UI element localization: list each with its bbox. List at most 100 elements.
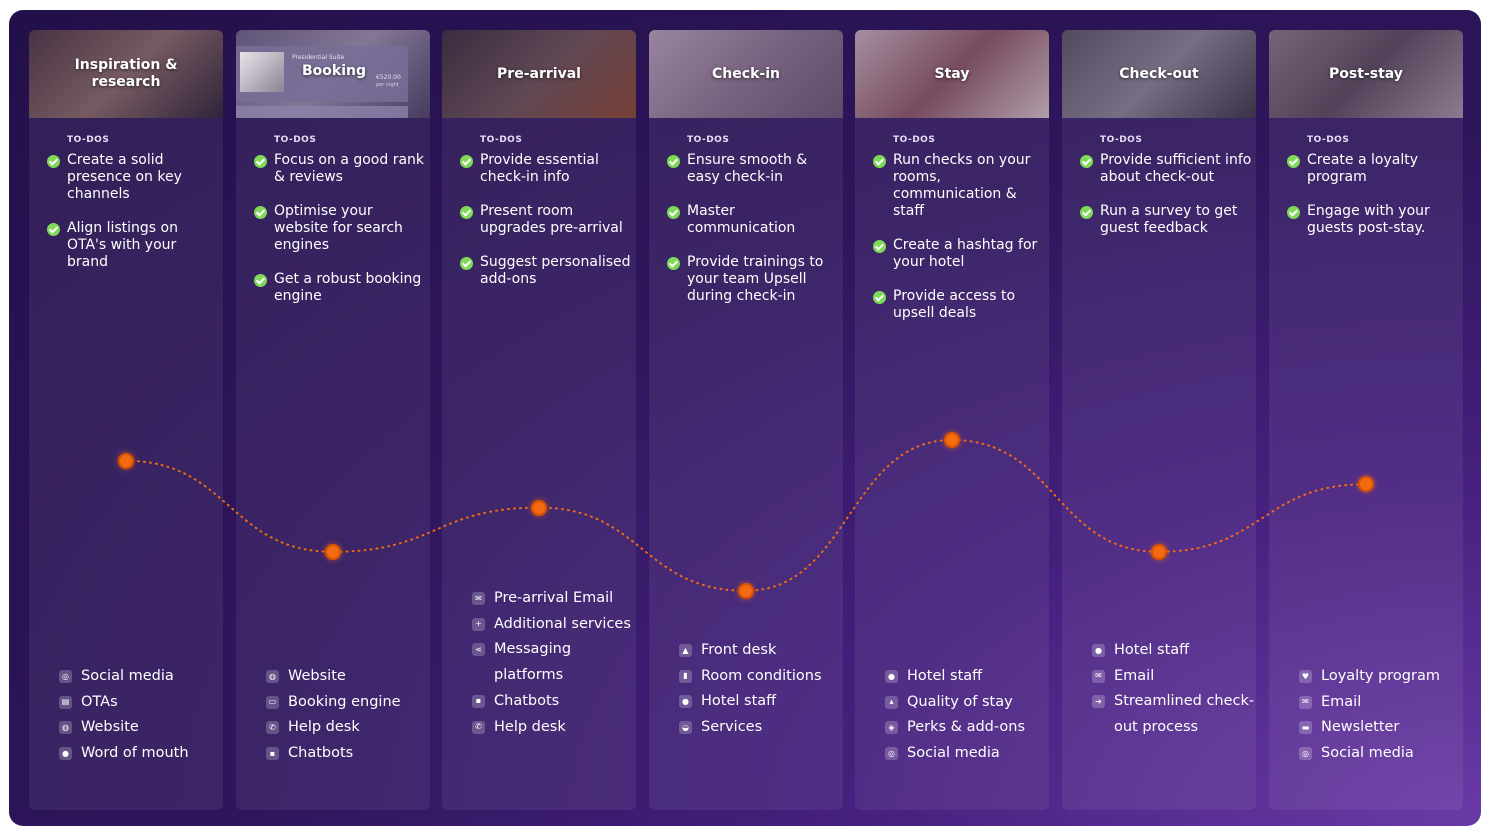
stage-column-5: Check-out TO-DOS Provide sufficient info…: [1062, 30, 1256, 810]
channel-item: ✆ Help desk: [472, 715, 637, 741]
channel-item: ● Word of mouth: [59, 741, 224, 767]
chat-icon: ▪: [472, 694, 485, 708]
channel-item: ▤ OTAs: [59, 690, 224, 716]
todo-list: Create a loyalty program Engage with you…: [1287, 152, 1459, 254]
todo-text: Provide trainings to your team Upsell du…: [687, 254, 824, 304]
channel-item: + Additional services: [472, 612, 637, 638]
journey-map: Inspiration & research TO-DOS Create a s…: [9, 10, 1481, 826]
channel-list: ✉ Pre-arrival Email + Additional service…: [472, 586, 637, 740]
stage-title: Booking: [302, 63, 367, 79]
todo-item: Create a loyalty program: [1287, 152, 1459, 186]
journey-point-3: [738, 582, 754, 599]
check-circle-icon: [873, 240, 886, 253]
envelope-icon: ✉: [472, 592, 485, 605]
todo-item: Provide sufficient info about check-out: [1080, 152, 1252, 186]
check-circle-icon: [1080, 206, 1093, 219]
check-circle-icon: [254, 155, 267, 168]
channel-item: ▲ Front desk: [679, 638, 844, 664]
todo-text: Ensure smooth & easy check-in: [687, 152, 808, 185]
stage-header: Check-out: [1062, 30, 1256, 118]
todo-item: Create a hashtag for your hotel: [873, 237, 1045, 271]
check-circle-icon: [1287, 206, 1300, 219]
todo-item: Suggest personalised add-ons: [460, 254, 632, 288]
channel-item: ◎ Social media: [1299, 741, 1464, 767]
channel-label: Pre-arrival Email: [494, 590, 614, 606]
phone-icon: ✆: [266, 721, 279, 735]
stage-header: Stay: [855, 30, 1049, 118]
todo-text: Master communication: [687, 203, 796, 236]
todos-label: TO-DOS: [1100, 135, 1143, 145]
journey-line: [125, 438, 1367, 592]
todo-text: Run checks on your rooms, communication …: [893, 152, 1031, 219]
todo-text: Align listings on OTA's with your brand: [67, 220, 178, 270]
stage-title: Pre-arrival: [497, 65, 581, 82]
channel-label: Streamlined check-out process: [1114, 693, 1255, 736]
table-icon: ▤: [59, 695, 72, 709]
chat-icon: ▪: [266, 747, 279, 761]
todo-item: Run checks on your rooms, communication …: [873, 152, 1045, 220]
stage-title: Stay: [934, 65, 970, 82]
channel-list: ◎ Social media ▤ OTAs ◍ Website ● Word o…: [59, 664, 224, 767]
channel-item: ▬ Newsletter: [1299, 715, 1464, 741]
stage-title: Post-stay: [1329, 65, 1403, 82]
channel-label: Quality of stay: [907, 693, 1013, 710]
booking-mock-card: Presidential Suite €520.00 per night: [236, 46, 408, 102]
stage-header: Post-stay: [1269, 30, 1463, 118]
journey-curve: [125, 438, 1367, 592]
stage-header: Check-in: [649, 30, 843, 118]
room-price-note: per night: [376, 82, 399, 88]
staff-icon: ●: [1092, 644, 1105, 657]
journey-point-6: [1358, 476, 1374, 493]
todo-text: Optimise your website for search engines: [274, 203, 403, 253]
todo-text: Create a loyalty program: [1307, 152, 1418, 185]
channel-item: ◎ Social media: [885, 741, 1050, 767]
todo-text: Provide essential check-in info: [480, 152, 599, 185]
check-circle-icon: [254, 274, 267, 287]
todo-item: Provide access to upsell deals: [873, 288, 1045, 322]
channel-label: Booking engine: [288, 693, 401, 710]
channel-label: Word of mouth: [81, 745, 189, 762]
channel-item: ◍ Website: [266, 664, 431, 690]
phone-icon: ✆: [472, 720, 485, 734]
channel-label: Email: [1114, 667, 1155, 684]
channel-item: ▴ Quality of stay: [885, 690, 1050, 716]
channel-label: Website: [81, 719, 139, 736]
stage-title: Inspiration & research: [74, 57, 178, 90]
todo-list: Run checks on your rooms, communication …: [873, 152, 1045, 339]
monitor-icon: ▭: [266, 695, 279, 709]
booking-mock-bar: [236, 106, 408, 118]
gift-icon: ◈: [885, 721, 898, 735]
channel-label: Services: [701, 719, 763, 736]
channel-label: Hotel staff: [701, 693, 777, 710]
channel-list: ● Hotel staff ✉ Email ➜ Streamlined chec…: [1092, 638, 1257, 741]
todos-label: TO-DOS: [274, 135, 317, 145]
channel-label: Social media: [1321, 745, 1414, 762]
plus-icon: +: [472, 617, 485, 631]
channel-label: Help desk: [494, 718, 566, 735]
todo-item: Optimise your website for search engines: [254, 203, 426, 254]
stage-column-4: Stay TO-DOS Run checks on your rooms, co…: [855, 30, 1049, 810]
stage-header: Presidential Suite €520.00 per night Boo…: [236, 30, 430, 118]
todo-item: Master communication: [667, 203, 839, 237]
channel-label: Email: [1321, 693, 1362, 710]
todo-list: Focus on a good rank & reviews Optimise …: [254, 152, 426, 322]
newspaper-icon: ▬: [1299, 721, 1312, 735]
check-circle-icon: [47, 155, 60, 168]
todos-label: TO-DOS: [893, 135, 936, 145]
channel-label: Hotel staff: [907, 668, 983, 684]
thumbs-up-icon: ▴: [885, 695, 898, 709]
todos-label: TO-DOS: [480, 135, 523, 145]
check-circle-icon: [873, 291, 886, 304]
room-thumbnail: [240, 52, 284, 92]
todo-text: Run a survey to get guest feedback: [1100, 203, 1238, 236]
todo-text: Provide sufficient info about check-out: [1100, 152, 1252, 185]
globe-icon: ◍: [59, 721, 72, 735]
stage-column-6: Post-stay TO-DOS Create a loyalty progra…: [1269, 30, 1463, 810]
todo-item: Present room upgrades pre-arrival: [460, 203, 632, 237]
channel-list: ▲ Front desk ▮ Room conditions ● Hotel s…: [679, 638, 844, 741]
channel-item: ◈ Perks & add-ons: [885, 715, 1050, 741]
channel-label: Front desk: [701, 642, 777, 658]
journey-point-4: [944, 432, 960, 448]
channel-label: Social media: [81, 668, 174, 684]
channel-item: ⋖ Messaging platforms: [472, 637, 637, 688]
